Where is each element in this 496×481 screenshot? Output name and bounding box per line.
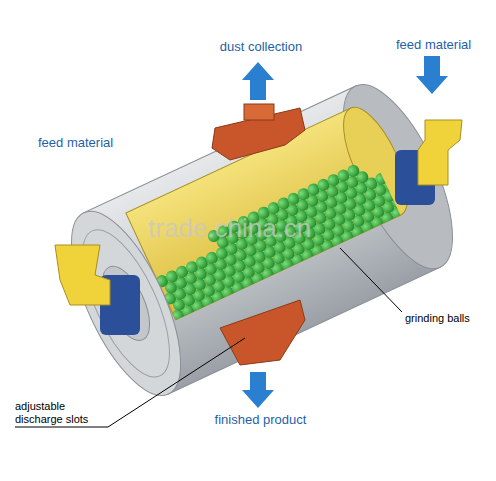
flow-label: feed material bbox=[38, 136, 138, 151]
flow-label: finished product bbox=[203, 413, 318, 428]
part-label: adjustable discharge slots bbox=[15, 400, 115, 425]
grinding-ball bbox=[345, 163, 361, 179]
part-label: grinding balls bbox=[405, 312, 495, 325]
mill-drum bbox=[49, 70, 474, 410]
arrow-down-right bbox=[416, 56, 448, 94]
arrow-up bbox=[242, 62, 274, 100]
right-feeder bbox=[418, 120, 462, 185]
left-feeder bbox=[55, 245, 110, 305]
watermark: trade.china.cn bbox=[148, 214, 348, 244]
leader-line bbox=[15, 338, 245, 427]
dust-outlet bbox=[244, 104, 274, 120]
grinding-ball bbox=[373, 171, 389, 187]
flow-label: feed material bbox=[396, 38, 496, 53]
discharge-chute bbox=[220, 300, 305, 365]
leader-line bbox=[340, 248, 402, 312]
flow-label: dust collection bbox=[206, 40, 316, 55]
grinding-balls bbox=[146, 147, 400, 320]
right-end bbox=[321, 70, 474, 283]
arrow-down-bottom bbox=[242, 372, 274, 408]
